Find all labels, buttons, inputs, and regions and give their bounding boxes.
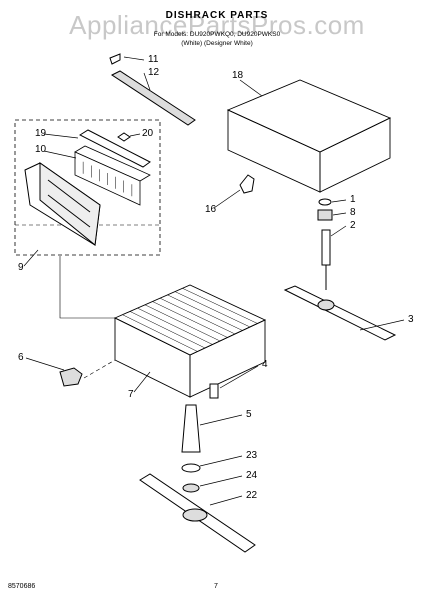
upper-spray-arm-shape [283, 285, 397, 341]
washer-24-shape [182, 483, 200, 493]
callout-label-4: 4 [262, 359, 268, 370]
cup-shelf-shape [74, 145, 151, 206]
shelf-group-box [14, 119, 161, 256]
leader-line-2 [330, 225, 347, 237]
callout-label-19: 19 [35, 128, 47, 139]
washer-1-shape [318, 198, 332, 206]
leader-line-shelf [59, 256, 118, 319]
callout-label-8: 8 [350, 207, 356, 218]
leader-line-7 [133, 371, 151, 393]
leader-line-11 [123, 56, 145, 61]
leader-line-12 [143, 72, 151, 91]
seal-23-shape [181, 463, 201, 473]
leader-line-23 [199, 455, 243, 467]
leader-line-3 [359, 319, 405, 331]
leader-line-9 [23, 249, 39, 267]
page-title: DISHRACK PARTS [165, 10, 269, 21]
leader-line-6 [25, 357, 65, 371]
diagram-code: 8570686 [8, 583, 36, 590]
rail-shape [111, 70, 196, 126]
callout-label-12: 12 [148, 67, 160, 78]
leader-line-4 [219, 365, 259, 389]
stop-shape [209, 383, 219, 399]
callout-label-23: 23 [246, 450, 258, 461]
leader-line-16 [213, 189, 241, 209]
shelf-panel-shape [24, 162, 101, 246]
leader-line-10 [43, 150, 77, 159]
models-line: For Models: DU920PWKQ0, DU920PWKS0 [153, 31, 281, 38]
callout-label-1: 1 [350, 194, 356, 205]
stop-clip-shape [109, 53, 121, 65]
track-shape [239, 174, 255, 194]
callout-label-22: 22 [246, 490, 258, 501]
callout-label-18: 18 [232, 70, 244, 81]
watermark-text: AppliancePartsPros.com [69, 10, 365, 40]
callout-label-20: 20 [142, 128, 154, 139]
callout-label-3: 3 [408, 314, 414, 325]
leader-line-22 [209, 495, 243, 506]
leader-line-20 [129, 133, 141, 137]
leader-dash-wheel [83, 359, 116, 379]
callout-label-10: 10 [35, 144, 47, 155]
leader-line-8 [332, 212, 347, 216]
leader-line-18 [239, 79, 263, 97]
page-number: 7 [214, 583, 218, 590]
callout-label-9: 9 [18, 262, 24, 273]
leader-line-1 [331, 199, 347, 203]
wash-tower-shape [181, 404, 201, 453]
feed-tube-shape [321, 229, 331, 266]
callout-label-2: 2 [350, 220, 356, 231]
callout-label-6: 6 [18, 352, 24, 363]
callout-label-7: 7 [128, 389, 134, 400]
leader-line-19 [43, 133, 79, 139]
color-line: (White) (Designer White) [181, 40, 253, 47]
callout-label-11: 11 [148, 54, 159, 65]
upper-rack-shape [226, 79, 392, 193]
leader-line-24 [199, 475, 243, 487]
wheel-shape [59, 367, 83, 387]
divider-shape [78, 129, 151, 168]
callout-label-16: 16 [205, 204, 217, 215]
leader-line-5 [199, 414, 243, 426]
lower-rack-shape [113, 284, 267, 398]
nut-8-shape [317, 209, 333, 221]
callout-label-5: 5 [246, 409, 252, 420]
clip-shape [117, 132, 131, 142]
callout-label-24: 24 [246, 470, 258, 481]
